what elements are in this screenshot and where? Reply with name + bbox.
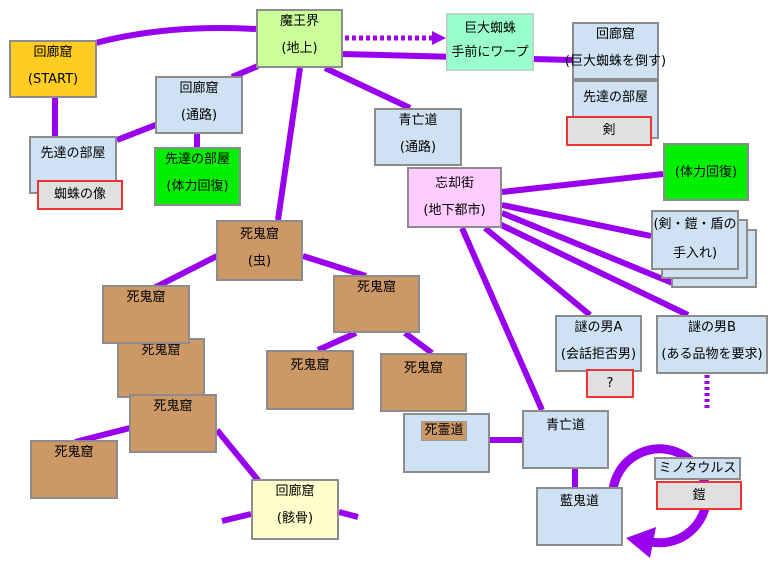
edge-corridor-path-surface	[230, 63, 260, 80]
node-town-smith: (剣・鎧・盾の 手入れ)	[651, 210, 739, 270]
node-note: (地上)	[281, 41, 318, 56]
item-badge-armor: 鎧	[656, 481, 742, 510]
edge-town-heal	[501, 171, 664, 195]
edge-town-smith	[501, 202, 652, 239]
node-spirit-path: 死霊道	[403, 413, 490, 473]
item-badge-sword: 剣	[566, 116, 652, 146]
node-corridor-skeleton: 回廊窟 (骸骨)	[251, 479, 339, 540]
edge-town-man-b	[493, 219, 690, 318]
edge-surface-death-bug	[275, 67, 303, 221]
node-title: 回廊窟	[275, 484, 315, 499]
arrowhead-icon	[432, 31, 446, 45]
node-death-cave-west-1: 死鬼窟	[102, 285, 190, 344]
node-title: 死鬼窟	[153, 399, 193, 414]
node-mystery-man-a: 謎の男A (会話拒否男)	[555, 315, 642, 372]
node-title: 死鬼窟	[403, 361, 443, 376]
node-note: (会話拒否男)	[560, 347, 637, 362]
edge-surface-blue-upper	[323, 65, 412, 111]
node-title: 先達の部屋	[582, 90, 648, 105]
node-title: 忘却街	[434, 176, 474, 191]
edge-elder-statue-corridor-path	[115, 121, 160, 143]
node-title: 死鬼窟	[54, 445, 94, 460]
node-title: 先達の部屋	[40, 146, 106, 161]
node-title: 謎の男A	[574, 320, 623, 335]
edge-town-blue-lower	[459, 226, 545, 412]
node-title: 死鬼窟	[356, 280, 396, 295]
node-title: 謎の男B	[688, 320, 736, 335]
node-title: (剣・鎧・盾の	[653, 217, 737, 232]
edge-death-bug-east	[302, 253, 367, 279]
node-death-cave-west-3: 死鬼窟	[129, 394, 217, 453]
node-title: 回廊窟	[595, 27, 635, 42]
node-blue-path-upper: 青亡道 (通路)	[374, 108, 462, 166]
edge-start-surface	[91, 25, 257, 47]
loop-arrowhead-icon	[626, 527, 656, 558]
node-death-cave-east-b: 死鬼窟	[380, 353, 467, 412]
node-town-heal: (体力回復)	[663, 143, 749, 201]
edge-death-west-skeleton	[214, 428, 265, 487]
item-badge-spider-statue: 蜘蛛の像	[37, 180, 123, 210]
node-elder-room-heal: 先達の部屋 (体力回復)	[154, 147, 241, 206]
node-start: 回廊窟 (START)	[9, 40, 97, 98]
edge-death-east-a	[316, 330, 358, 353]
node-title: 死鬼窟	[290, 358, 330, 373]
node-title: 先達の部屋	[164, 152, 230, 167]
node-mystery-man-b: 謎の男B (ある品物を要求)	[656, 315, 768, 374]
node-title: 死鬼窟	[239, 227, 279, 242]
node-title: 青亡道	[398, 113, 438, 128]
node-corridor-path: 回廊窟 (通路)	[155, 76, 243, 134]
node-note: (ある品物を要求)	[661, 347, 763, 362]
node-title: 巨大蜘蛛	[463, 21, 516, 36]
node-title: ミノタウルス	[658, 461, 737, 476]
edge-town-man-a	[483, 225, 592, 318]
node-title: 回廊窟	[179, 81, 219, 96]
node-title: 死鬼窟	[141, 343, 181, 358]
node-blue-path-lower: 青亡道	[522, 410, 609, 469]
node-title: 死鬼窟	[126, 290, 166, 305]
edge-skeleton-left-stub	[221, 511, 252, 524]
node-note: (骸骨)	[276, 511, 314, 526]
node-note: (通路)	[399, 140, 437, 155]
edge-town-smith-back	[500, 210, 677, 287]
node-title: 青亡道	[545, 418, 585, 433]
node-surface: 魔王界 (地上)	[256, 9, 343, 68]
node-note: (通路)	[180, 108, 218, 123]
node-death-cave-bug: 死鬼窟 (虫)	[216, 220, 303, 281]
node-corridor-boss: 回廊窟 (巨大蜘蛛を倒す)	[565, 22, 666, 80]
node-death-cave-east: 死鬼窟	[333, 275, 420, 333]
node-minotaur: ミノタウルス	[654, 457, 741, 480]
node-note: 手前にワープ	[451, 45, 529, 60]
node-note: (体力回復)	[674, 164, 738, 180]
node-note: (START)	[27, 72, 79, 87]
edge-death-east-b	[403, 330, 434, 356]
node-note: (地下都市)	[423, 203, 486, 218]
edge-death-west-far-west	[74, 425, 131, 445]
node-note: (巨大蜘蛛を倒す)	[564, 54, 667, 69]
node-death-cave-east-a: 死鬼窟	[266, 350, 354, 410]
node-death-cave-west-2: 死鬼窟	[117, 338, 205, 398]
node-note: (体力回復)	[166, 179, 229, 194]
node-note: (虫)	[247, 254, 272, 269]
node-title: 藍鬼道	[559, 494, 599, 509]
node-title: 魔王界	[279, 14, 319, 29]
node-title: 回廊窟	[33, 45, 73, 60]
node-warp: 巨大蜘蛛 手前にワープ	[446, 13, 534, 71]
item-badge-unknown: ?	[586, 369, 634, 398]
node-indigo-path: 藍鬼道	[536, 487, 623, 546]
node-title: 死霊道	[421, 421, 467, 441]
node-oblivion-town: 忘却街 (地下都市)	[407, 167, 502, 228]
edge-death-bug-west	[148, 253, 219, 293]
node-death-cave-far-west: 死鬼窟	[30, 440, 118, 499]
node-note: 手入れ)	[672, 246, 718, 261]
edge-skeleton-right-stub	[338, 509, 359, 520]
